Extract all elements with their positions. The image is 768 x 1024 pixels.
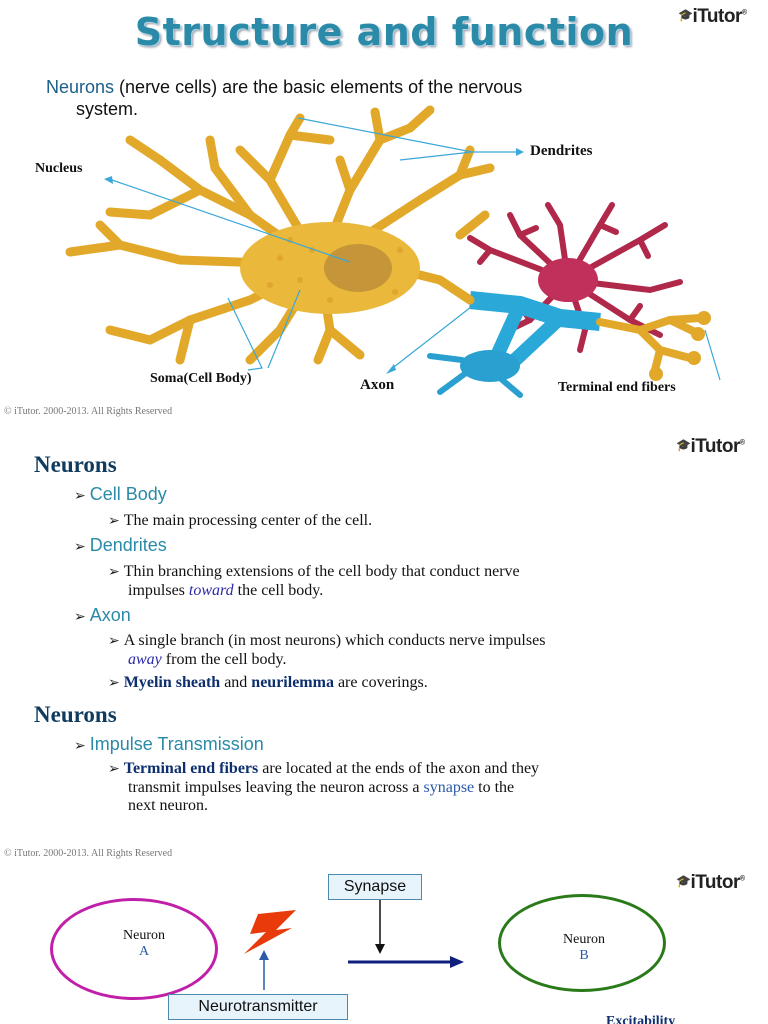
bullet-dendrites: ➢Dendrites — [74, 535, 167, 555]
itutor-logo: 🎓iTutor® — [676, 436, 745, 457]
copyright-1: © iTutor. 2000-2013. All Rights Reserved — [4, 406, 173, 417]
neuron-b-circle — [498, 894, 666, 992]
bullet-axon: ➢Axon — [74, 605, 131, 625]
arrow-bullet-icon: ➢ — [74, 487, 86, 503]
label-nucleus: Nucleus — [35, 161, 83, 176]
nucleus-arrowhead — [104, 176, 113, 184]
excitability-label: Excitability — [606, 1014, 676, 1024]
synapse-arrowhead — [375, 944, 385, 954]
label-soma: Soma(Cell Body) — [150, 371, 252, 386]
slide-structure-function: Structure and function 🎓iTutor® Neurons … — [0, 0, 768, 420]
cell-body-desc: ➢The main processing center of the cell. — [108, 512, 373, 529]
pointer-lines — [111, 117, 721, 381]
neuron-diagram — [65, 105, 721, 398]
arrow-bullet-icon: ➢ — [108, 676, 120, 691]
itutor-logo: 🎓iTutor® — [676, 872, 745, 893]
nucleus-shape — [324, 244, 392, 292]
dendrites-arrowhead — [516, 148, 524, 156]
neurotransmitter-box: Neurotransmitter — [168, 994, 348, 1020]
heading-neurons-2: Neurons — [34, 702, 117, 727]
terminal-desc: ➢Terminal end fibers are located at the … — [108, 760, 540, 814]
soma-dots — [267, 237, 403, 303]
spark-icon — [244, 910, 296, 954]
bullet-impulse: ➢Impulse Transmission — [74, 734, 264, 754]
transmission-arrowhead — [450, 956, 464, 968]
arrow-bullet-icon: ➢ — [74, 608, 86, 624]
dendrites-desc: ➢Thin branching extensions of the cell b… — [108, 563, 520, 599]
intro-line2: system. — [76, 99, 139, 119]
slide-neurons: 🎓iTutor® Neurons ➢Cell Body ➢The main pr… — [0, 430, 768, 860]
graduation-cap-icon: 🎓 — [676, 438, 691, 452]
axon-arrowhead — [386, 364, 396, 374]
pink-soma — [538, 258, 598, 302]
arrow-bullet-icon: ➢ — [74, 737, 86, 753]
intro-term: Neurons — [46, 77, 115, 97]
axon-desc: ➢A single branch (in most neurons) which… — [108, 632, 546, 668]
arrow-bullet-icon: ➢ — [108, 514, 120, 529]
arrow-bullet-icon: ➢ — [74, 538, 86, 554]
bullet-cell-body: ➢Cell Body — [74, 484, 167, 504]
intro-rest: (nerve cells) are the basic elements of … — [114, 77, 523, 97]
yellow-axon — [596, 314, 704, 374]
slide-title: Structure and function — [134, 10, 634, 54]
graduation-cap-icon: 🎓 — [676, 874, 691, 888]
copyright-2: © iTutor. 2000-2013. All Rights Reserved — [4, 848, 173, 859]
arrow-bullet-icon: ➢ — [108, 762, 120, 777]
label-axon: Axon — [360, 377, 395, 393]
label-dendrites: Dendrites — [530, 143, 593, 159]
terminal-knobs — [649, 311, 711, 381]
neuron-a-circle — [50, 898, 218, 1000]
neurotransmitter-arrowhead — [259, 950, 269, 960]
arrow-bullet-icon: ➢ — [108, 634, 120, 649]
arrow-bullet-icon: ➢ — [108, 565, 120, 580]
myelin-desc: ➢Myelin sheath and neurilemma are coveri… — [108, 674, 428, 691]
synapse-box: Synapse — [328, 874, 422, 900]
itutor-logo: 🎓iTutor® — [678, 6, 747, 27]
heading-neurons-1: Neurons — [34, 452, 117, 477]
intro-text: Neurons (nerve cells) are the basic elem… — [46, 76, 736, 120]
graduation-cap-icon: 🎓 — [678, 8, 693, 22]
synapse-diagram — [244, 900, 464, 990]
blue-neuron — [427, 291, 601, 398]
label-terminal: Terminal end fibers — [558, 380, 676, 395]
